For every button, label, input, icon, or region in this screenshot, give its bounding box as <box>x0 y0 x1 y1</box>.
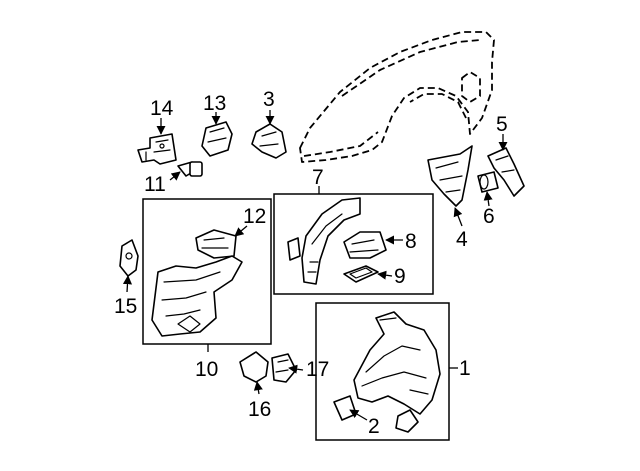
callout-16: 16 <box>248 398 271 421</box>
callout-9: 9 <box>394 265 406 288</box>
part-4-panel[interactable] <box>427 145 473 207</box>
part-14-hinge[interactable] <box>137 133 177 165</box>
group-box-1 <box>315 302 450 441</box>
callout-12: 12 <box>243 205 266 228</box>
callout-3: 3 <box>263 88 275 111</box>
part-2-bracket[interactable] <box>333 395 357 421</box>
part-9-seal[interactable] <box>343 265 379 283</box>
callout-1: 1 <box>459 357 471 380</box>
callout-2: 2 <box>368 415 380 438</box>
part-1-wheelhouse-assembly[interactable] <box>353 311 441 415</box>
callout-10: 10 <box>195 358 218 381</box>
part-7-small-bracket[interactable] <box>287 237 301 261</box>
part-7-wheelhouse[interactable] <box>301 197 361 285</box>
part-10-inner-panel[interactable] <box>151 255 243 337</box>
callout-17: 17 <box>306 358 329 381</box>
part-3-brace[interactable] <box>251 123 287 159</box>
callout-14: 14 <box>150 97 174 120</box>
callout-6: 6 <box>483 205 495 228</box>
part-17-block[interactable] <box>271 353 297 383</box>
part-11-bolt[interactable] <box>177 161 203 177</box>
part-12-bracket[interactable] <box>195 229 237 259</box>
part-1-small-bracket[interactable] <box>395 409 419 433</box>
callout-11: 11 <box>144 173 166 196</box>
quarter-panel-outline <box>299 31 495 163</box>
part-13-bracket[interactable] <box>201 121 233 157</box>
callout-4: 4 <box>456 228 468 251</box>
leader-lines <box>122 110 508 421</box>
group-box-7 <box>273 193 434 295</box>
callout-13: 13 <box>203 92 226 115</box>
callout-5: 5 <box>496 113 508 136</box>
part-6-plug[interactable] <box>477 171 499 193</box>
group-box-10 <box>142 198 272 345</box>
part-15-bracket[interactable] <box>119 239 139 277</box>
callout-15: 15 <box>114 295 137 318</box>
callout-8: 8 <box>405 230 417 253</box>
part-8-reinforcement[interactable] <box>343 231 387 259</box>
callout-labels: 1 2 3 4 5 6 7 8 9 10 11 12 13 14 15 16 1… <box>114 88 508 438</box>
callout-7: 7 <box>312 166 324 189</box>
part-16-bracket[interactable] <box>239 351 269 383</box>
